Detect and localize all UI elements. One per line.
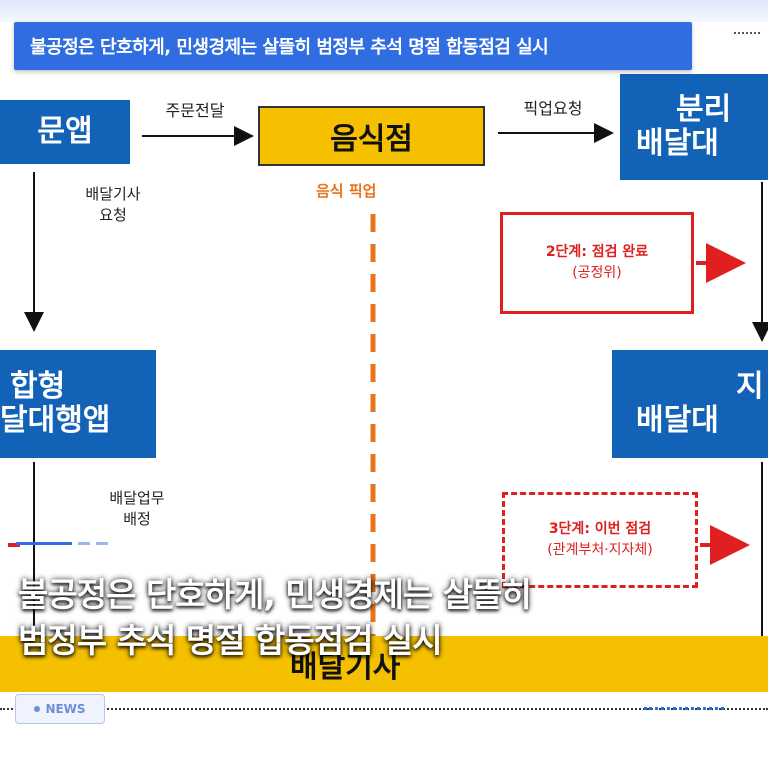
driver-request-line1: 배달기사 [85, 185, 141, 203]
order-app-box: 문앱 [0, 100, 130, 164]
step2-box: 2단계: 점검 완료 (공정위) [500, 212, 694, 314]
news-badge-label: NEWS [45, 702, 86, 716]
driver-request-label: 배달기사 요청 [58, 184, 168, 226]
local-delivery-line2: 배달대 [636, 403, 719, 438]
restaurant-box: 음식점 [258, 106, 485, 166]
news-badge[interactable]: NEWS [15, 694, 105, 724]
local-delivery-line1: 지 [736, 368, 764, 404]
top-fade-strip [0, 0, 768, 22]
delivery-assign-label: 배달업무 배정 [82, 488, 192, 530]
delivery-driver-label: 배달기사 [290, 650, 401, 685]
order-transfer-label: 주문전달 [165, 101, 225, 120]
step3-sub: (관계부처·지자체) [547, 542, 653, 558]
overlay-headline-line1: 불공정은 단호하게, 민생경제는 살뜰히 [18, 575, 532, 614]
delivery-driver-box: 배달기사 [0, 636, 768, 692]
delivery-assign-line2: 배정 [123, 510, 151, 528]
progress-bar-filled [16, 542, 72, 545]
step3-box: 3단계: 이번 점검 (관계부처·지자체) [502, 492, 698, 588]
headline-banner[interactable]: 불공정은 단호하게, 민생경제는 살뜰히 범정부 추석 명절 합동점검 실시 [14, 22, 692, 70]
footer-dotted-line [0, 708, 768, 710]
footer-accent-line [644, 704, 724, 710]
step2-sub: (공정위) [572, 265, 622, 281]
restaurant-label: 음식점 [330, 122, 413, 157]
overlay-headline: 불공정은 단호하게, 민생경제는 살뜰히 범정부 추석 명절 합동점검 실시 [18, 572, 758, 664]
driver-request-line2: 요청 [99, 206, 127, 224]
separate-delivery-line2: 배달대 [636, 126, 719, 161]
separate-delivery-line1: 분리 [676, 91, 732, 127]
integrated-app-line1: 합형 [10, 368, 66, 404]
overlay-headline-line2: 범정부 추석 명절 합동점검 실시 [18, 621, 443, 660]
integrated-delivery-app-box: 합형 달대행앱 [0, 350, 156, 458]
separate-delivery-app-box: 분리 배달대 [620, 74, 768, 180]
pickup-request-label: 픽업요청 [523, 99, 583, 118]
local-delivery-app-box: 지 배달대 [612, 350, 768, 458]
order-app-label: 문앱 [37, 113, 93, 149]
top-dotted-line [734, 32, 760, 34]
dot-icon [34, 706, 41, 712]
food-pickup-label: 음식 픽업 [316, 182, 377, 200]
integrated-app-line2: 달대행앱 [0, 403, 111, 438]
delivery-assign-line1: 배달업무 [109, 489, 165, 507]
progress-bar-remaining [78, 542, 112, 545]
step2-title: 2단계: 점검 완료 [545, 244, 649, 260]
step3-title: 3단계: 이번 점검 [548, 521, 652, 537]
